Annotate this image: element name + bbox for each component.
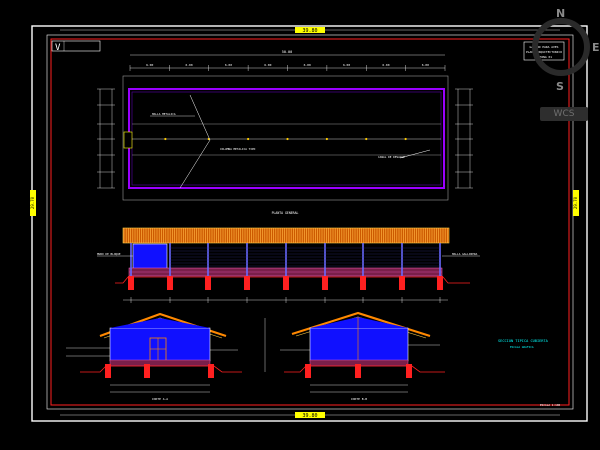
right-dim-label: 29.70	[573, 196, 578, 209]
bottom-sheet-dimension: 39.80	[60, 412, 560, 419]
elevation-footing	[128, 276, 134, 290]
right-sheet-dimension: 29.70	[573, 190, 579, 216]
plan-callout-1: MALLA METALICA	[152, 112, 176, 116]
section-right-wall	[309, 327, 409, 362]
elevation-footing	[399, 276, 405, 290]
plan-column-dot	[164, 137, 167, 141]
sheet-inner-border	[46, 34, 574, 410]
plan-column-dot	[404, 137, 407, 141]
cross-section-left[interactable]: CORTE A-A	[66, 312, 242, 401]
top-dim-label: 39.80	[302, 28, 317, 34]
plan-segment-dims: 6.00 6.00 6.00 6.00 6.00 6.00 6.00 6.00	[129, 63, 446, 71]
cross-section-right[interactable]: CORTE B-B	[264, 311, 445, 401]
roof-fill	[123, 228, 449, 243]
plan-segment-label: 6.00	[225, 63, 232, 67]
plan-segment-label: 6.00	[264, 63, 271, 67]
section-left-wall	[109, 327, 211, 362]
elevation-footing	[360, 276, 366, 290]
bottom-dim-label: 39.80	[302, 413, 317, 419]
section-subnote: ESCALA GRAFICA	[510, 345, 534, 349]
section-note: SECCION TIPICA CUBIERTA	[498, 339, 549, 343]
compass-ring[interactable]	[532, 18, 590, 76]
top-sheet-dimension: 39.80	[60, 27, 560, 34]
plan-column-dot	[247, 137, 250, 141]
plan-caption: PLANTA GENERAL	[272, 211, 299, 215]
plan-segment-label: 6.00	[343, 63, 350, 67]
elevation-footing	[322, 276, 328, 290]
left-dim-label: 29.70	[30, 196, 35, 209]
plan-column-dot	[286, 137, 289, 141]
plan-column-markers	[164, 137, 407, 141]
elevation-footing	[437, 276, 443, 290]
sheet-red-frame	[50, 38, 570, 406]
plan-building-outline	[128, 88, 445, 189]
sheet-outer-border	[31, 25, 588, 422]
elevation-footing	[205, 276, 211, 290]
plan-segment-label: 6.00	[146, 63, 153, 67]
company-logo: V	[51, 40, 101, 53]
wcs-menu-button[interactable]: WCS	[540, 107, 588, 121]
left-sheet-dimension: 29.70	[30, 190, 36, 216]
plan-segment-label: 6.00	[422, 63, 429, 67]
section-left-caption: CORTE A-A	[152, 397, 168, 401]
elevation-left-note: MURO DE BLOQUE	[97, 252, 121, 256]
svg-text:V: V	[55, 43, 61, 53]
elevation-footing	[167, 276, 173, 290]
plan-segment-label: 6.00	[304, 63, 311, 67]
plan-column-dot	[325, 137, 328, 141]
elevation-footing	[244, 276, 250, 290]
plan-segment-label: 6.00	[382, 63, 389, 67]
compass-south-label[interactable]: S	[556, 80, 564, 93]
elevation-ground-line	[115, 276, 470, 284]
plan-entry	[123, 131, 133, 149]
plan-viewport-frame	[122, 75, 449, 201]
elevation-right-note: MALLA GALLINERA	[452, 252, 478, 256]
elevation-roof	[123, 228, 449, 243]
elevation-dims	[130, 297, 441, 303]
plan-overall-dim: 50.00	[282, 50, 293, 54]
sheet-stamp-note: ESCALA 1:100	[540, 403, 561, 407]
longitudinal-elevation[interactable]: MURO DE BLOQUE MALLA GALLINERA	[97, 227, 480, 303]
section-right-caption: CORTE B-B	[351, 397, 367, 401]
floor-plan-view[interactable]: 50.00 6.00 6.00 6.00 6.00 6.00 6.00 6.00 6.00 M…	[97, 50, 473, 215]
viewcube-compass[interactable]: N E S	[528, 6, 600, 102]
elevation-columns	[128, 243, 443, 290]
compass-east-label[interactable]: E	[592, 41, 600, 54]
plan-side-dims	[97, 88, 473, 189]
plan-callout-2: COLUMNA METALICA TIPO	[220, 147, 256, 151]
elevation-footing	[283, 276, 289, 290]
plan-segment-label: 6.00	[185, 63, 192, 67]
compass-north-label[interactable]: N	[556, 7, 566, 20]
plan-callout-3: CANAL DE DESAGUE	[378, 155, 405, 159]
plan-column-dot	[365, 137, 368, 141]
